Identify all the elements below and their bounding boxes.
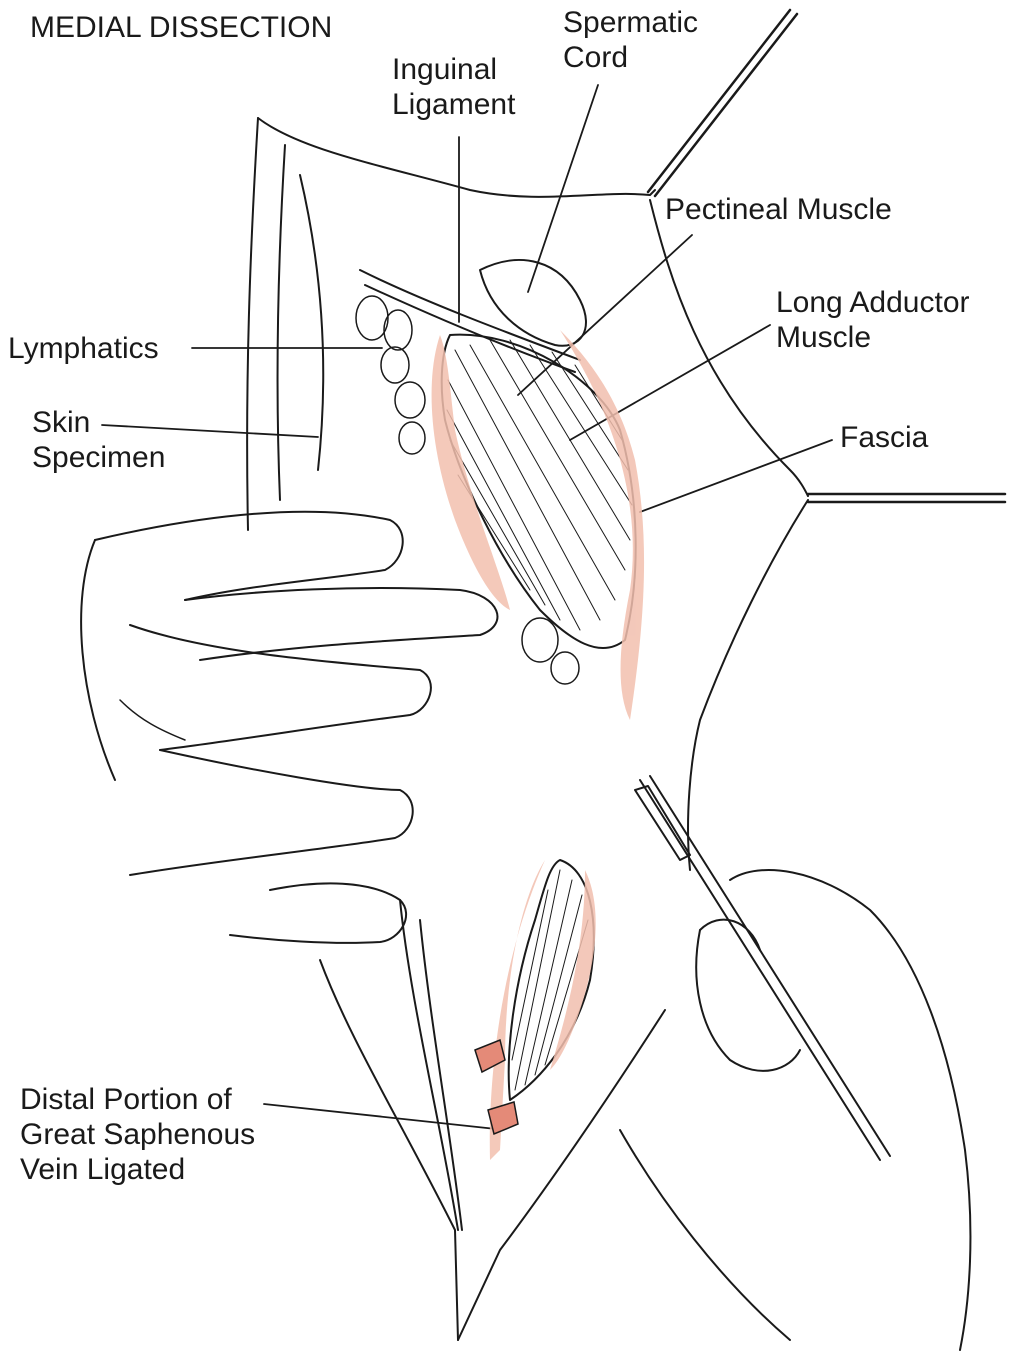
lymph-nodes bbox=[355, 295, 580, 685]
fascia-highlight-left bbox=[431, 335, 510, 610]
label-spermatic-cord-line2: Cord bbox=[563, 41, 629, 74]
label-distal-saphenous-line1: Distal Portion of bbox=[20, 1083, 232, 1116]
leader-spermatic-cord bbox=[527, 84, 599, 293]
label-spermatic-cord-line1: Spermatic bbox=[563, 6, 699, 39]
label-pectineal-muscle: Pectineal Muscle bbox=[665, 193, 892, 226]
muscle-fibers bbox=[446, 339, 633, 631]
label-inguinal-ligament: Inguinal Ligament bbox=[392, 52, 515, 122]
lower-left-skin-edge bbox=[319, 959, 459, 1341]
leader-pectineal-muscle bbox=[517, 234, 693, 396]
label-skin-specimen-line1: Skin bbox=[32, 406, 91, 439]
leader-long-adductor bbox=[569, 324, 771, 441]
leader-lines bbox=[101, 84, 833, 1130]
label-lymphatics: Lymphatics bbox=[8, 332, 159, 365]
label-inguinal-ligament-line1: Inguinal bbox=[392, 53, 498, 86]
leader-distal-saphenous bbox=[263, 1103, 497, 1130]
right-hand bbox=[619, 869, 972, 1351]
tissue-highlights bbox=[431, 330, 645, 1160]
fascia-highlight-right bbox=[560, 330, 645, 720]
inguinal-ligament-band bbox=[359, 269, 581, 373]
label-skin-specimen: Skin Specimen bbox=[32, 405, 165, 475]
leader-skin-specimen bbox=[101, 424, 319, 438]
label-long-adductor-line1: Long Adductor bbox=[776, 286, 970, 319]
upper-retractor bbox=[646, 8, 799, 198]
label-distal-saphenous-line3: Vein Ligated bbox=[20, 1153, 186, 1186]
ligatures bbox=[474, 1038, 519, 1136]
label-long-adductor-line2: Muscle bbox=[776, 321, 872, 354]
fascia-highlight-lower bbox=[489, 860, 545, 1160]
scalpel bbox=[634, 775, 891, 1161]
leader-fascia bbox=[639, 439, 833, 513]
right-skin-edge bbox=[649, 199, 809, 497]
lower-muscle-fibers bbox=[511, 869, 589, 1091]
skin-flap-inner-edge bbox=[276, 144, 286, 501]
label-long-adductor-muscle: Long Adductor Muscle bbox=[776, 285, 970, 355]
label-distal-saphenous-line2: Great Saphenous bbox=[20, 1118, 256, 1151]
label-spermatic-cord: Spermatic Cord bbox=[563, 5, 698, 75]
label-skin-specimen-line2: Specimen bbox=[32, 441, 166, 474]
label-distal-saphenous: Distal Portion of Great Saphenous Vein L… bbox=[20, 1082, 255, 1187]
left-hand bbox=[80, 510, 499, 944]
ligature-lower bbox=[487, 1101, 519, 1136]
right-retractor bbox=[806, 492, 1007, 504]
ligature-upper bbox=[474, 1038, 506, 1074]
page-title: MEDIAL DISSECTION bbox=[30, 11, 333, 44]
skin-flap-outline bbox=[257, 117, 656, 198]
spermatic-cord-shape bbox=[479, 259, 587, 347]
lower-right-skin-edge bbox=[457, 1009, 666, 1341]
skin-flap-left-edge bbox=[246, 117, 259, 531]
label-fascia: Fascia bbox=[840, 421, 929, 454]
label-inguinal-ligament-line2: Ligament bbox=[392, 88, 516, 121]
